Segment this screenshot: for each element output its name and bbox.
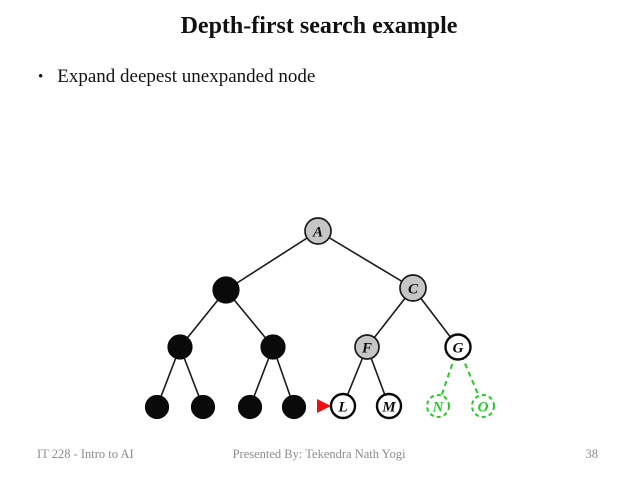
tree-node-label-G: G — [453, 341, 464, 357]
footer-course: IT 228 - Intro to AI — [37, 447, 134, 461]
tree-node-label-M: M — [381, 400, 396, 416]
footer: Presented By: Tekendra Nath Yogi IT 228 … — [0, 447, 638, 467]
tree-node-L — [329, 392, 357, 420]
tree-node-M — [375, 392, 403, 420]
tree-node-label-N: N — [432, 400, 445, 416]
tree-node-label-L: L — [337, 400, 347, 416]
footer-page-number: 38 — [585, 447, 599, 461]
tree-node-I — [190, 394, 216, 420]
tree-node-B — [212, 276, 240, 304]
tree-node-G — [444, 333, 472, 361]
tree-edge-A-C — [317, 230, 414, 289]
bullet-marker: • — [38, 69, 44, 85]
tree-node-E — [260, 334, 286, 360]
tree-node-N — [426, 394, 450, 418]
tree-edge-A-B — [225, 230, 319, 291]
tree-node-H — [144, 394, 170, 420]
tree-node-label-O: O — [478, 400, 489, 416]
bullet-item: • Expand deepest unexpanded node — [38, 65, 315, 89]
tree-node-C — [399, 274, 427, 302]
tree-node-J — [237, 394, 263, 420]
tree-node-O — [471, 394, 495, 418]
tree-node-K — [281, 394, 307, 420]
bullet-text: Expand deepest unexpanded node — [57, 66, 316, 87]
tree-node-F — [354, 334, 380, 360]
footer-presenter: Presented By: Tekendra Nath Yogi — [232, 447, 406, 461]
slide-title: Depth-first search example — [180, 13, 458, 39]
current-node-arrow-icon — [317, 399, 331, 413]
tree-node-label-C: C — [408, 282, 419, 298]
tree-node-A — [304, 217, 332, 245]
tree-node-label-A: A — [312, 225, 323, 241]
tree-node-label-F: F — [361, 341, 372, 357]
tree-node-D — [167, 334, 193, 360]
